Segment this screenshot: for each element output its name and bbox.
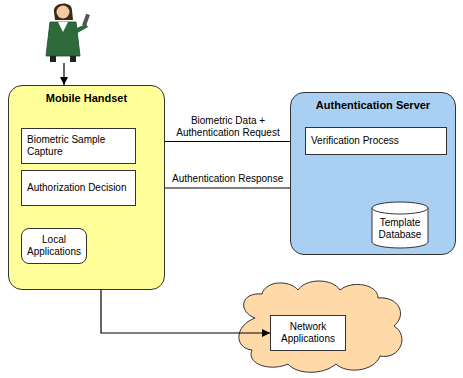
panel-heading: Mobile Handset [9, 86, 164, 104]
application-box: Network Applications [270, 315, 346, 351]
user-figure [46, 3, 90, 62]
process-box: Authorization Decision [21, 170, 136, 206]
application-box: Local Applications [21, 228, 87, 264]
box-label: Biometric Sample Capture [27, 134, 130, 158]
box-label: Local Applications [27, 234, 81, 258]
user-arrow [63, 63, 64, 85]
process-box: Verification Process [305, 127, 447, 155]
edge-label: Authentication Response [171, 173, 284, 185]
process-box: Biometric Sample Capture [21, 128, 136, 164]
server-panel: Authentication ServerVerification Proces… [290, 92, 456, 255]
network-cloud [239, 281, 402, 372]
box-label: Network Applications [276, 321, 340, 345]
device-panel: Mobile HandsetBiometric Sample CaptureAu… [8, 85, 165, 290]
box-label: Authorization Decision [27, 182, 127, 194]
box-label: Template Database [371, 217, 429, 241]
panel-heading: Authentication Server [291, 93, 455, 111]
box-label: Verification Process [311, 135, 399, 147]
database-cylinder: Template Database [371, 201, 429, 249]
edge-label: Biometric Data + Authentication Request [168, 115, 288, 139]
